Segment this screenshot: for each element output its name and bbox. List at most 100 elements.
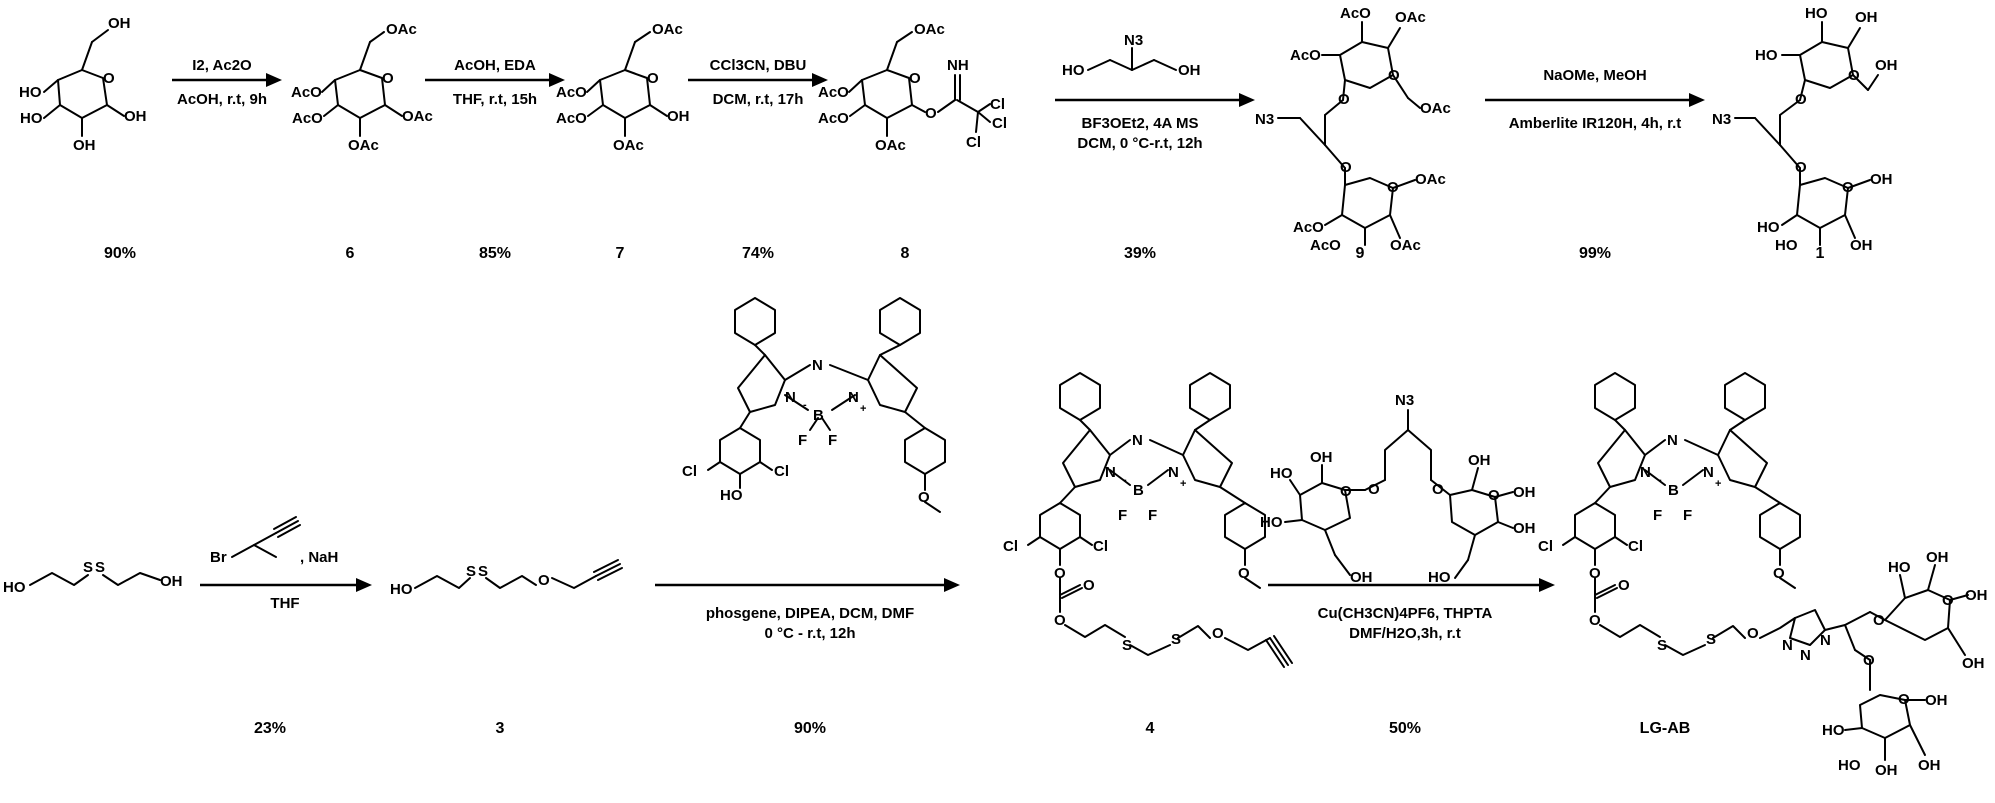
atom-cl: Cl [682,463,697,480]
atom-s: S [1171,631,1181,648]
atom-n3: N3 [1124,32,1143,49]
atom-f: F [1683,507,1692,524]
atom-o: O [1212,625,1224,642]
atom-oh: OH [73,137,96,154]
atom-oac: OAc [1420,100,1451,117]
step2-reagent-bottom: THF, r.t, 15h [453,91,537,108]
step8-reagent-line2: DMF/H2O,3h, r.t [1349,625,1461,642]
atom-ho: HO [20,110,43,127]
atom-aco: AcO [1340,5,1371,22]
atom-oac: OAc [348,137,379,154]
atom-o: O [538,572,550,589]
atom-n: N [785,389,796,406]
atom-aco: AcO [1310,237,1341,254]
atom-oac: OAc [875,137,906,154]
atom-oac: OAc [402,108,433,125]
atom-o: O [1863,652,1875,669]
atom-cl: Cl [774,463,789,480]
atom-n3: N3 [1255,111,1274,128]
atom-s: S [478,563,488,580]
step6-reagent-side: , NaH [300,549,338,566]
atom-ho: HO [3,579,26,596]
atom-ho: HO [1428,569,1451,586]
atom-o: O [918,489,930,506]
step6-reagent-bottom: THF [270,595,299,612]
atom-oh: OH [1925,692,1948,709]
yield-start: 90% [104,245,136,262]
azidopropanediol-reagent: HO OH N3 [1062,32,1201,79]
atom-oh: OH [124,108,147,125]
atom-oh: OH [667,108,690,125]
atom-o: O [1795,91,1807,108]
step3-reagent-top: CCl3CN, DBU [710,57,807,74]
atom-ho: HO [1062,62,1085,79]
atom-o: O [1054,612,1066,629]
atom-cl: Cl [992,115,1007,132]
atom-o: O [382,70,394,87]
dithiodiethanol-structure: HO S S OH [3,559,183,596]
atom-oh: OH [1468,452,1491,469]
atom-n: N [812,357,823,374]
step5-reagent-bottom: Amberlite IR120H, 4h, r.t [1509,115,1682,132]
atom-o: O [1488,487,1500,504]
atom-ho: HO [1822,722,1845,739]
atom-oh: OH [1513,484,1536,501]
atom-oh: OH [1962,655,1985,672]
atom-aco: AcO [292,110,323,127]
atom-ho: HO [1755,47,1778,64]
yield-step7: 90% [794,720,826,737]
atom-n: N [1105,464,1116,481]
atom-n: N [1168,464,1179,481]
atom-oac: OAc [1415,171,1446,188]
atom-oh: OH [1870,171,1893,188]
atom-o: O [1589,565,1601,582]
atom-ho: HO [1775,237,1798,254]
label-9: 9 [1356,245,1365,262]
atom-o: O [103,70,115,87]
compound-6-structure: OAc O OAc OAc AcO AcO [291,21,433,154]
charge-minus: - [1658,474,1662,486]
compound-4-structure: N N N B - + F F Cl Cl O O O S S O O [1003,372,1293,668]
yield-step6: 23% [254,720,286,737]
atom-s: S [1657,637,1667,654]
atom-oac: OAc [1390,237,1421,254]
atom-cl: Cl [966,134,981,151]
charge-minus: - [1123,474,1127,486]
arrow-step5 [1485,93,1705,107]
yield-step5: 99% [1579,245,1611,262]
atom-ho: HO [720,487,743,504]
atom-n: N [1667,432,1678,449]
atom-oac: OAc [613,137,644,154]
atom-s: S [466,563,476,580]
atom-b: B [1133,482,1144,499]
atom-oh: OH [1875,762,1898,779]
atom-o: O [909,70,921,87]
step1-reagent-top: I2, Ac2O [192,57,252,74]
atom-o: O [1747,625,1759,642]
atom-cl: Cl [1628,538,1643,555]
atom-f: F [1653,507,1662,524]
atom-oh: OH [1875,57,1898,74]
yield-step3: 74% [742,245,774,262]
atom-o: O [1054,565,1066,582]
atom-cl: Cl [1093,538,1108,555]
atom-oac: OAc [1395,9,1426,26]
atom-aco: AcO [1293,219,1324,236]
atom-aco: AcO [291,84,322,101]
compound-1-structure: HO OH HO O OH O N3 O O OH HO HO OH [1712,5,1898,254]
charge-plus: + [860,403,866,415]
atom-n: N [1132,432,1143,449]
atom-br: Br [210,549,227,566]
atom-o: O [1368,481,1380,498]
atom-oh: OH [1855,9,1878,26]
atom-o: O [1848,67,1860,84]
step1-reagent-bottom: AcOH, r.t, 9h [177,91,267,108]
atom-o: O [1387,179,1399,196]
atom-oac: OAc [652,21,683,38]
atom-n: N [1640,464,1651,481]
atom-f: F [798,432,807,449]
charge-plus: + [1180,478,1186,490]
step4-reagent-bottom: DCM, 0 °C-r.t, 12h [1077,135,1202,152]
atom-oh: OH [1350,569,1373,586]
atom-o: O [1773,565,1785,582]
